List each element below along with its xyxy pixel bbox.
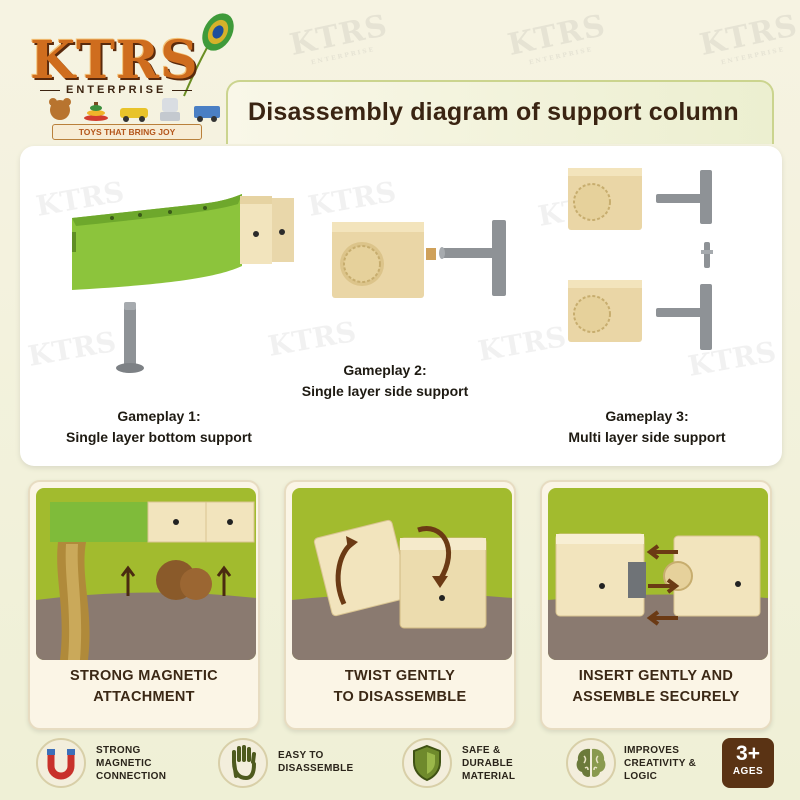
page-title: Disassembly diagram of support column	[248, 98, 739, 126]
toys-illustration	[49, 98, 220, 122]
peacock-feather-icon	[183, 13, 234, 97]
diagram-panel: KTRS KTRS KTRS KTRS KTRS KTRS KTRS	[20, 146, 782, 466]
gameplay-1-caption: Gameplay 1: Single layer bottom support	[44, 406, 274, 448]
feature-card-twist: TWIST GENTLY TO DISASSEMBLE	[284, 480, 516, 730]
brand-subtitle: ENTERPRISE	[39, 84, 193, 96]
card-label-line: TWIST GENTLY	[344, 668, 456, 684]
gameplay-1-illustration	[72, 194, 294, 373]
shield-icon	[402, 738, 452, 788]
badge-line: CREATIVITY &	[624, 758, 697, 769]
badge-line: EASY TO	[278, 750, 324, 761]
badge-line: MATERIAL	[462, 771, 516, 782]
badge-line: DISASSEMBLE	[278, 763, 354, 774]
gameplay-2-name: Gameplay 2:	[343, 362, 427, 378]
brand-name: KTRS	[30, 30, 199, 91]
watermark: KTRS	[697, 8, 800, 70]
badge-text-creativity: IMPROVES CREATIVITY & LOGIC	[624, 744, 696, 783]
gameplay-3-description: Multi layer side support	[568, 429, 726, 445]
card-label: TWIST GENTLY TO DISASSEMBLE	[286, 666, 514, 708]
card-label-line: TO DISASSEMBLE	[333, 689, 467, 705]
gameplay-2-illustration	[332, 220, 506, 298]
brand-tagline: TOYS THAT BRING JOY	[52, 124, 202, 140]
card-label-line: ATTACHMENT	[93, 689, 195, 705]
title-bar: Disassembly diagram of support column	[226, 80, 774, 144]
card-label-line: INSERT GENTLY AND	[578, 668, 734, 684]
feature-card-insert: INSERT GENTLY AND ASSEMBLE SECURELY	[540, 480, 772, 730]
badge-line: MAGNETIC	[96, 758, 152, 769]
card-label-line: ASSEMBLE SECURELY	[572, 689, 740, 705]
gameplay-3-name: Gameplay 3:	[605, 408, 689, 424]
feature-badges: STRONG MAGNETIC CONNECTION EASY TO DISAS…	[0, 728, 800, 800]
gameplay-2-caption: Gameplay 2: Single layer side support	[270, 360, 500, 402]
badge-line: CONNECTION	[96, 771, 167, 782]
disassembly-diagram: KTRS KTRS KTRS KTRS KTRS KTRS KTRS	[25, 168, 779, 383]
brand-logo: KTRS ENTERPRISE TOYS THAT BRING JOY	[18, 8, 234, 140]
feature-card-magnetic: STRONG MAGNETIC ATTACHMENT	[28, 480, 260, 730]
age-badge: 3+ AGES	[722, 738, 774, 788]
watermark: KTRS	[287, 8, 393, 70]
badge-line: STRONG	[96, 745, 141, 756]
card-label: STRONG MAGNETIC ATTACHMENT	[30, 666, 258, 708]
svg-text:KTRS: KTRS	[25, 325, 118, 373]
badge-text-safe: SAFE & DURABLE MATERIAL	[462, 744, 515, 783]
magnet-icon	[36, 738, 86, 788]
badge-text-magnetic: STRONG MAGNETIC CONNECTION	[96, 744, 166, 783]
age-value: 3+	[736, 742, 760, 765]
gameplay-1-name: Gameplay 1:	[117, 408, 201, 424]
badge-text-disassemble: EASY TO DISASSEMBLE	[278, 749, 354, 775]
badge-line: LOGIC	[624, 771, 658, 782]
card-label-line: STRONG MAGNETIC	[70, 668, 218, 684]
brain-icon	[566, 738, 616, 788]
twist-illustration	[292, 488, 512, 660]
badge-line: SAFE &	[462, 745, 501, 756]
magnetic-attachment-illustration	[36, 488, 256, 660]
svg-text:KTRS: KTRS	[305, 175, 398, 223]
watermark: KTRS	[505, 8, 611, 70]
gameplay-2-description: Single layer side support	[301, 383, 469, 399]
svg-text:KTRS: KTRS	[265, 315, 358, 363]
badge-line: IMPROVES	[624, 745, 680, 756]
svg-text:KTRS: KTRS	[685, 335, 778, 383]
gameplay-3-illustration	[568, 168, 713, 350]
card-label: INSERT GENTLY AND ASSEMBLE SECURELY	[542, 666, 770, 708]
hand-icon	[218, 738, 268, 788]
age-label: AGES	[732, 766, 764, 777]
gameplay-3-caption: Gameplay 3: Multi layer side support	[532, 406, 762, 448]
badge-line: DURABLE	[462, 758, 513, 769]
insert-illustration	[548, 488, 768, 660]
gameplay-1-description: Single layer bottom support	[66, 429, 252, 445]
